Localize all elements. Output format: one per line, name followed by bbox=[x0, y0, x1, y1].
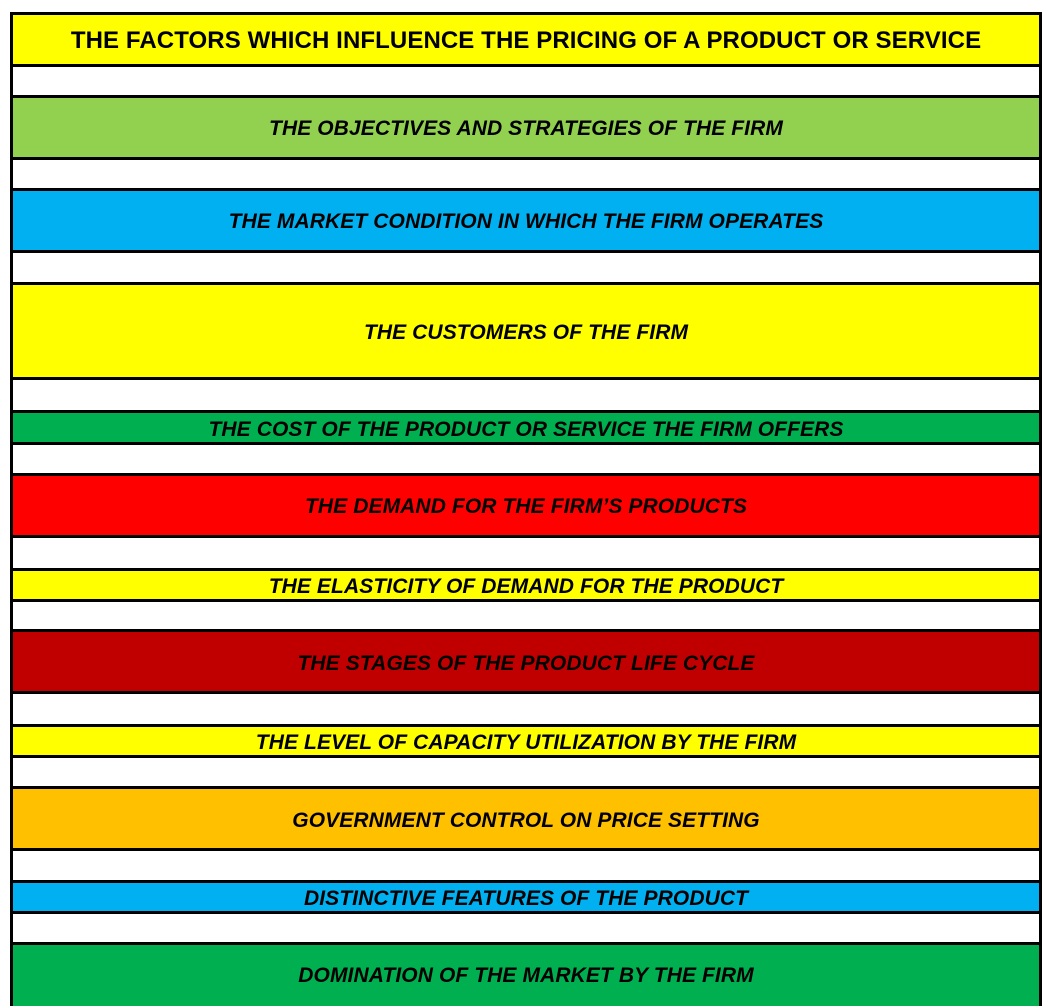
factor-row-objectives: THE OBJECTIVES AND STRATEGIES OF THE FIR… bbox=[13, 95, 1039, 158]
page-title: THE FACTORS WHICH INFLUENCE THE PRICING … bbox=[70, 27, 982, 54]
spacer-row bbox=[13, 250, 1039, 283]
factor-label: THE CUSTOMERS OF THE FIRM bbox=[363, 321, 689, 344]
factor-row-market-condition: THE MARKET CONDITION IN WHICH THE FIRM O… bbox=[13, 188, 1039, 252]
factor-label: DISTINCTIVE FEATURES OF THE PRODUCT bbox=[303, 887, 749, 910]
factor-row-distinctive-features: DISTINCTIVE FEATURES OF THE PRODUCT bbox=[13, 880, 1039, 914]
factor-row-demand: THE DEMAND FOR THE FIRM’S PRODUCTS bbox=[13, 473, 1039, 537]
factor-row-life-cycle: THE STAGES OF THE PRODUCT LIFE CYCLE bbox=[13, 629, 1039, 694]
spacer-row bbox=[13, 755, 1039, 788]
spacer-row bbox=[13, 848, 1039, 881]
factor-label: DOMINATION OF THE MARKET BY THE FIRM bbox=[298, 964, 754, 987]
factor-row-customers: THE CUSTOMERS OF THE FIRM bbox=[13, 282, 1039, 380]
spacer-row bbox=[13, 64, 1039, 97]
factor-label: THE STAGES OF THE PRODUCT LIFE CYCLE bbox=[297, 651, 755, 675]
factor-row-capacity: THE LEVEL OF CAPACITY UTILIZATION BY THE… bbox=[13, 724, 1039, 758]
factor-label: GOVERNMENT CONTROL ON PRICE SETTING bbox=[292, 808, 760, 832]
spacer-row bbox=[13, 377, 1039, 410]
spacer-row bbox=[13, 599, 1039, 632]
factor-label: THE OBJECTIVES AND STRATEGIES OF THE FIR… bbox=[269, 116, 783, 140]
factors-table: THE FACTORS WHICH INFLUENCE THE PRICING … bbox=[10, 12, 1042, 1006]
factor-label: THE LEVEL OF CAPACITY UTILIZATION BY THE… bbox=[255, 731, 797, 754]
spacer-row bbox=[13, 691, 1039, 724]
factor-row-elasticity: THE ELASTICITY OF DEMAND FOR THE PRODUCT bbox=[13, 568, 1039, 602]
factor-row-market-domination: DOMINATION OF THE MARKET BY THE FIRM bbox=[13, 942, 1039, 1006]
factor-row-government-control: GOVERNMENT CONTROL ON PRICE SETTING bbox=[13, 786, 1039, 851]
spacer-row bbox=[13, 157, 1039, 190]
factor-label: THE COST OF THE PRODUCT OR SERVICE THE F… bbox=[208, 417, 844, 441]
factor-row-cost: THE COST OF THE PRODUCT OR SERVICE THE F… bbox=[13, 410, 1039, 445]
factor-label: THE ELASTICITY OF DEMAND FOR THE PRODUCT bbox=[268, 575, 784, 598]
spacer-row bbox=[13, 911, 1039, 944]
factor-label: THE DEMAND FOR THE FIRM’S PRODUCTS bbox=[304, 495, 748, 518]
spacer-row bbox=[13, 535, 1039, 568]
title-row: THE FACTORS WHICH INFLUENCE THE PRICING … bbox=[13, 12, 1039, 67]
spacer-row bbox=[13, 442, 1039, 475]
factor-label: THE MARKET CONDITION IN WHICH THE FIRM O… bbox=[228, 210, 824, 233]
